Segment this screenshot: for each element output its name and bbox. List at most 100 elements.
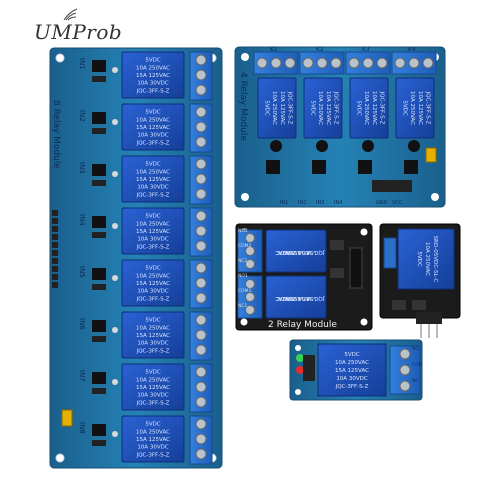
relay-label: 15A 125VAC xyxy=(283,295,317,301)
relay-label: 5VDC xyxy=(145,214,160,220)
relay-label: SRD-05VDC-SL-C xyxy=(432,236,438,283)
relay-label: 10A 250VAC xyxy=(409,91,415,125)
relay-label: 15A 125VAC xyxy=(136,437,170,443)
relay-label: 10A 30VDC xyxy=(336,376,368,382)
relay-label: 10A 125VAC xyxy=(371,91,377,125)
relay-label: JQC-3FF-S-Z xyxy=(378,91,384,125)
relay-label: 15A 125VAC xyxy=(136,281,170,287)
relay-label: 5VDC xyxy=(276,295,291,301)
relay-label: 15A 125VAC xyxy=(136,73,170,79)
wing-logo-icon xyxy=(63,8,78,21)
pin-label: IN4 xyxy=(334,200,342,206)
relay-label: 10A 125VAC xyxy=(279,91,285,125)
pin-label: NO xyxy=(412,346,419,352)
channel-label: K2 xyxy=(316,46,324,53)
relay-label: 10A 250VAC xyxy=(136,221,170,227)
relay-label: 10A 250VAC xyxy=(136,169,170,175)
module-label-2ch: 2 Relay Module xyxy=(268,320,337,330)
relay-label: 15A 125VAC xyxy=(283,249,317,255)
relay-label: JQC-3FF-S-Z xyxy=(332,91,338,125)
channel-label: IN4 xyxy=(78,214,86,226)
relay-label: JQC-3FF-S-Z xyxy=(291,295,325,301)
relay-label: 5VDC xyxy=(145,58,160,64)
relay-label: 10A 250VAC xyxy=(275,249,309,255)
pin-label: IN2 xyxy=(298,200,306,206)
channel-label: K4 xyxy=(408,46,416,53)
relay-label: 5VDC xyxy=(264,100,270,115)
channel-label: K1 xyxy=(270,46,278,53)
channel-label: IN7 xyxy=(78,370,86,382)
relay-label: 10A 250VAC xyxy=(317,91,323,125)
pin-label: GND xyxy=(376,200,388,206)
channel-label: IN5 xyxy=(78,266,86,278)
relay-label: 15A 125VAC xyxy=(136,333,170,339)
relay-label: 5VDC xyxy=(402,100,408,115)
relay-label: 10A 30VDC xyxy=(137,81,169,87)
module-label-8ch: 8 Relay Module xyxy=(51,100,61,169)
relay-label: 15A 125VAC xyxy=(136,177,170,183)
jumper-8ch xyxy=(61,409,73,427)
relay-label: JQC-3FF-S-Z xyxy=(136,88,170,94)
module-label-4ch: 4 Relay Module xyxy=(238,72,248,141)
relay-label: 15A 125VAC xyxy=(136,385,170,391)
pin-label: VCC xyxy=(392,200,403,206)
relay-label: JQC-3FF-S-Z xyxy=(136,400,170,406)
relay-label: JQC-3FF-S-Z xyxy=(136,192,170,198)
relay-label: 10A 250VAC xyxy=(424,242,430,276)
relay-label: 5VDC xyxy=(356,100,362,115)
relay-label: 5VDC xyxy=(276,249,291,255)
relay-label: 5VDC xyxy=(145,318,160,324)
pin-label: NC2 xyxy=(238,258,248,264)
channel-label: IN1 xyxy=(78,58,86,70)
relay-label: JQC-3FF-S-Z xyxy=(136,348,170,354)
relay-label: 10A 250VAC xyxy=(136,117,170,123)
relay-label: 10A 250VAC xyxy=(335,360,369,366)
relay-label: 5VDC xyxy=(145,422,160,428)
channel-label: IN8 xyxy=(78,422,86,434)
relay-label: 10A 30VDC xyxy=(137,237,169,243)
channel-label: IN6 xyxy=(78,318,86,330)
relay-label: 10A 250VAC xyxy=(363,91,369,125)
brand-logo: UMProb xyxy=(34,20,123,44)
relay-label: JQC-3FF-S-Z xyxy=(424,91,430,125)
relay-label: 10A 125VAC xyxy=(325,91,331,125)
pin-label: NO1 xyxy=(238,273,248,279)
channel-label: IN2 xyxy=(78,110,86,122)
relay-label: 5VDC xyxy=(310,100,316,115)
relay-label: 10A 30VDC xyxy=(137,289,169,295)
relay-label: 10A 125VAC xyxy=(417,91,423,125)
relay-label: 10A 250VAC xyxy=(136,273,170,279)
header-pins-8ch xyxy=(52,210,58,288)
relay-label: 10A 250VAC xyxy=(136,325,170,331)
relay-label: 10A 250VAC xyxy=(136,377,170,383)
relay-label: JQC-3FF-S-Z xyxy=(335,384,369,390)
pin-label: IN1 xyxy=(280,200,288,206)
pin-label: COM2 xyxy=(238,243,252,249)
relay-label: 10A 250VAC xyxy=(136,65,170,71)
pin-label: NO2 xyxy=(238,228,248,234)
relay-label: 10A 30VDC xyxy=(137,393,169,399)
relay-label: JQC-3FF-S-Z xyxy=(286,91,292,125)
pin-label: IN3 xyxy=(316,200,324,206)
channel-label: IN3 xyxy=(78,162,86,174)
channel-label: K3 xyxy=(362,46,370,53)
relay-label: 15A 125VAC xyxy=(136,229,170,235)
relay-label: 10A 30VDC xyxy=(137,341,169,347)
relay-label: JQC-3FF-S-Z xyxy=(291,249,325,255)
